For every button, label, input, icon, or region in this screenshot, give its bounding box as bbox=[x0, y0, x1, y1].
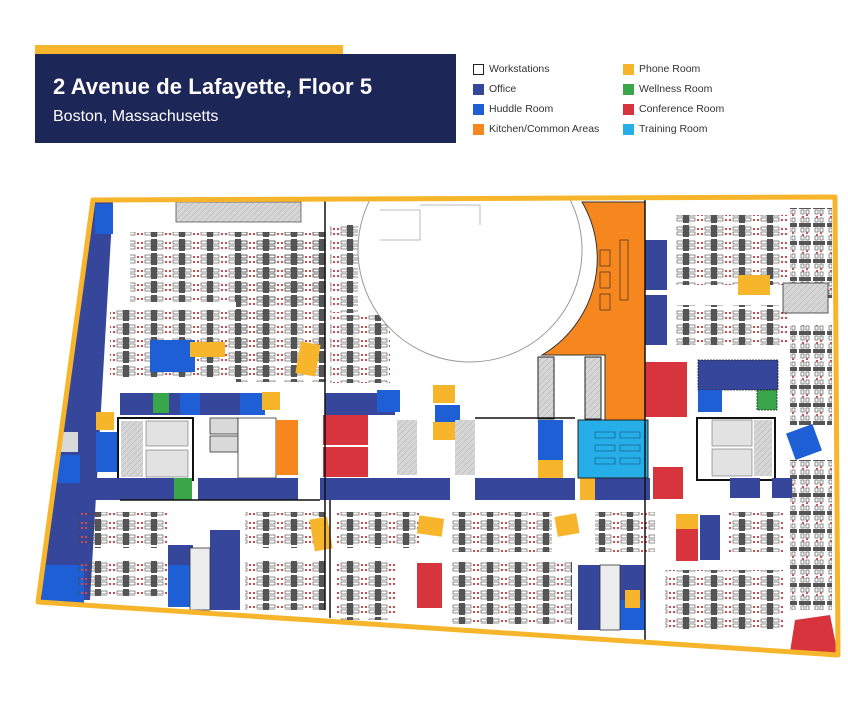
utility-rooms bbox=[189, 420, 621, 631]
conference-rooms bbox=[323, 362, 838, 655]
page-title: 2 Avenue de Lafayette, Floor 5 bbox=[53, 74, 373, 99]
right-building-core bbox=[696, 282, 829, 481]
core-shaft bbox=[537, 356, 555, 420]
legend-item-wellness-room: Wellness Room bbox=[623, 82, 712, 96]
header-accent-bar bbox=[35, 45, 343, 54]
legend-item-phone-room: Phone Room bbox=[623, 62, 700, 76]
header-banner: 2 Avenue de Lafayette, Floor 5 Boston, M… bbox=[35, 54, 456, 143]
legend-label: Conference Room bbox=[639, 103, 725, 115]
phone-rooms bbox=[190, 275, 770, 608]
training-swatch-icon bbox=[623, 123, 634, 135]
legend: Workstations Office Huddle Room Kitchen/… bbox=[473, 62, 763, 142]
legend-item-office: Office bbox=[473, 82, 516, 96]
left-perimeter-offices bbox=[40, 202, 118, 603]
left-building-core bbox=[117, 417, 277, 481]
legend-item-conference-room: Conference Room bbox=[623, 102, 724, 116]
huddle-swatch-icon bbox=[473, 103, 484, 115]
legend-label: Office bbox=[489, 83, 517, 95]
legend-label: Workstations bbox=[489, 63, 550, 75]
office-swatch-icon bbox=[473, 83, 484, 95]
floor-outline bbox=[35, 194, 841, 658]
core-shaft bbox=[584, 356, 602, 420]
kitchen-common-area bbox=[540, 201, 646, 421]
legend-label: Phone Room bbox=[639, 63, 701, 75]
service-block bbox=[175, 201, 302, 223]
wellness-swatch-icon bbox=[623, 83, 634, 95]
legend-item-workstations: Workstations bbox=[473, 62, 550, 76]
offices bbox=[90, 240, 792, 630]
conference-swatch-icon bbox=[623, 103, 634, 115]
kitchenette bbox=[276, 420, 298, 475]
huddle-rooms bbox=[150, 340, 822, 630]
legend-label: Huddle Room bbox=[489, 103, 554, 115]
wellness-rooms bbox=[153, 389, 778, 500]
atrium-opening bbox=[357, 197, 583, 363]
legend-label: Training Room bbox=[639, 123, 708, 135]
legend-label: Kitchen/Common Areas bbox=[489, 123, 600, 135]
workstation-swatch-icon bbox=[473, 63, 484, 75]
phone-swatch-icon bbox=[623, 63, 634, 75]
legend-label: Wellness Room bbox=[639, 83, 713, 95]
workstation-clusters bbox=[78, 208, 832, 630]
interior-walls bbox=[120, 200, 646, 640]
legend-item-kitchen: Kitchen/Common Areas bbox=[473, 122, 599, 136]
legend-item-huddle-room: Huddle Room bbox=[473, 102, 553, 116]
kitchen-swatch-icon bbox=[473, 123, 484, 135]
training-room bbox=[577, 419, 649, 479]
legend-item-training-room: Training Room bbox=[623, 122, 707, 136]
page-subtitle: Boston, Massachusetts bbox=[53, 108, 219, 125]
